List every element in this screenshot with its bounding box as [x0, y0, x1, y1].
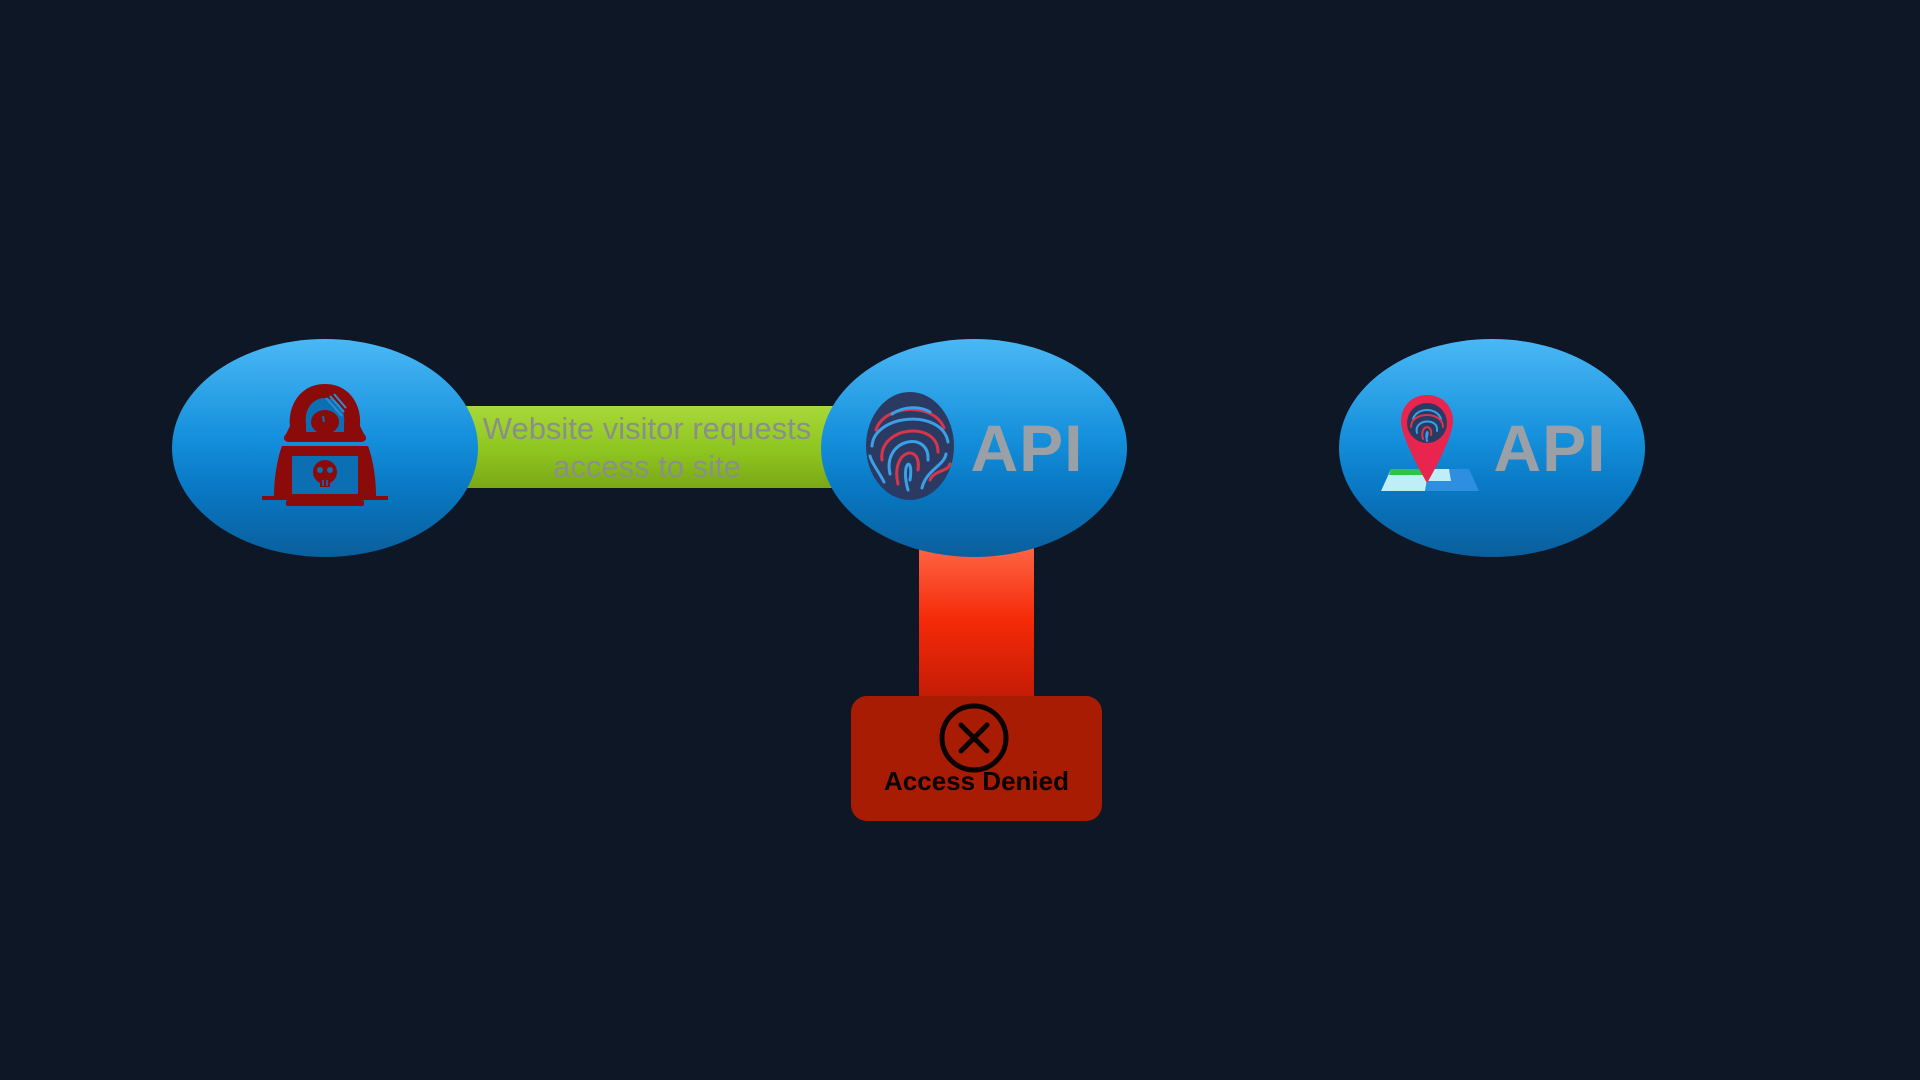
fingerprint-api-node: API [821, 339, 1127, 557]
denial-connector [919, 540, 1034, 700]
fingerprint-icon [864, 390, 956, 507]
access-denied-box: Access Denied [851, 696, 1102, 821]
request-label-line-2: access to site [553, 449, 741, 484]
visitor-node [172, 339, 478, 557]
geolocation-api-node: API [1339, 339, 1645, 557]
fingerprint-api-label: API [970, 411, 1084, 485]
map-pin-fingerprint-icon [1377, 391, 1481, 506]
geolocation-api-label: API [1493, 411, 1607, 485]
request-label-line-1: Website visitor requests [482, 411, 812, 446]
hooded-hacker-laptop-icon [260, 376, 390, 521]
x-circle-icon [939, 703, 1009, 773]
access-denied-label: Access Denied [884, 766, 1069, 796]
request-connector [466, 406, 838, 488]
request-connector-label: Website visitor requests access to site [466, 410, 828, 486]
